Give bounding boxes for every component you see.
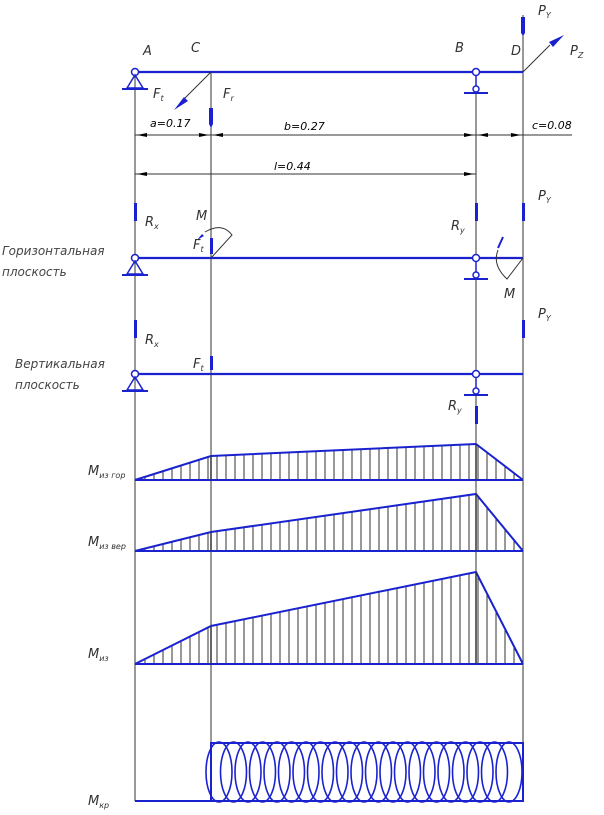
label-Fr: Fr — [223, 87, 234, 103]
torque-hatch-ellipse — [480, 741, 509, 803]
label-Rx-v: Rx — [145, 333, 159, 349]
diagram-bending-moment-horizontal — [134, 442, 524, 481]
dim-b: b=0.27 — [284, 120, 325, 133]
plane-vertical-label-2: плоскость — [15, 378, 80, 392]
dim-l: l=0.44 — [274, 160, 311, 173]
support-A — [122, 67, 148, 90]
label-Ry-v: Ry — [448, 399, 462, 415]
arrow-Ry-v — [475, 406, 478, 424]
torque-hatch-ellipse — [364, 741, 393, 803]
torque-hatch-ellipse — [292, 741, 320, 803]
arrow-Ft-v — [210, 356, 213, 370]
torque-hatch-ellipse — [263, 741, 291, 803]
torque-hatch-ellipse — [306, 741, 335, 803]
dim-a: a=0.17 — [150, 117, 190, 130]
support-B-horizontal — [464, 253, 488, 280]
diagram-outline — [134, 570, 524, 665]
diagram-bending-moment-vertical — [134, 492, 524, 552]
torque-hatch-ellipse — [495, 741, 523, 803]
diagram-bending-moment-total — [134, 570, 524, 665]
force-line-Ft — [179, 71, 212, 104]
arrow-Rx-v — [134, 320, 137, 338]
torque-hatch-ellipse — [277, 741, 306, 803]
moment-arc-C — [204, 227, 233, 259]
arrow-Py-h — [522, 203, 525, 221]
torque-hatch-ellipse — [219, 741, 248, 803]
arrow-Py — [521, 17, 525, 36]
label-M-D: M — [504, 287, 515, 302]
arrow-Rx-h — [134, 203, 137, 221]
arrow-Ry-h — [475, 203, 478, 221]
moment-arrow-D — [497, 236, 504, 249]
label-Pz: PZ — [570, 44, 584, 60]
torque-hatch-ellipse — [248, 741, 277, 803]
torque-hatch-ellipse — [234, 741, 262, 803]
label-Rx-h: Rx — [145, 215, 159, 231]
dimension-l — [135, 172, 476, 176]
plane-horizontal-label-2: плоскость — [2, 265, 67, 279]
arrow-Ft-h — [210, 238, 213, 254]
arrow-Pz — [549, 35, 564, 47]
label-Ry-h: Ry — [451, 219, 465, 235]
label-Ft: Ft — [153, 87, 164, 103]
diagram-torque — [135, 741, 524, 803]
support-A-horizontal — [122, 253, 148, 276]
torque-hatch-ellipse — [205, 741, 233, 803]
torque-hatch-ellipse — [437, 741, 465, 803]
arrow-Ft — [174, 97, 188, 110]
label-C: C — [191, 41, 201, 56]
moment-arc-D — [495, 249, 524, 280]
dimension-abc — [135, 133, 572, 137]
label-m-bend: Mиз — [88, 647, 109, 663]
support-B-vertical — [464, 369, 488, 396]
label-Ft-h: Ft — [193, 238, 204, 254]
label-Ft-v: Ft — [193, 357, 204, 373]
label-m-bend-hor: Mиз гор — [88, 464, 125, 480]
torque-hatch-ellipse — [379, 741, 407, 803]
torque-hatch-ellipse — [321, 741, 349, 803]
arrow-Fr — [209, 108, 213, 128]
label-M-C: M — [196, 209, 207, 224]
force-line-Pz — [522, 44, 551, 73]
label-Py-h: PY — [538, 189, 552, 205]
torque-hatch-ellipse — [422, 741, 451, 803]
label-m-bend-ver: Mиз вер — [88, 535, 126, 551]
label-D: D — [511, 44, 521, 59]
arrow-Py-v — [522, 320, 525, 338]
support-B — [464, 67, 488, 94]
torque-hatch-ellipse — [393, 741, 422, 803]
torque-hatch-ellipse — [451, 741, 480, 803]
torque-hatch-ellipse — [466, 741, 494, 803]
plane-horizontal-label-1: Горизонтальная — [2, 244, 105, 258]
label-A: A — [142, 44, 152, 59]
plane-vertical-label-1: Вертикальная — [15, 357, 105, 371]
torque-hatch-ellipse — [335, 741, 364, 803]
torque-hatch-ellipse — [350, 741, 378, 803]
torque-hatch-ellipse — [408, 741, 436, 803]
label-Py: PY — [538, 4, 552, 20]
label-B: B — [455, 41, 464, 56]
diagram-outline — [134, 442, 524, 481]
label-Py-v: PY — [538, 307, 552, 323]
moment-arrow-C — [197, 234, 204, 240]
diagram-outline — [134, 492, 524, 552]
support-A-vertical — [122, 369, 148, 392]
dim-c: c=0.08 — [532, 119, 572, 132]
label-m-torque: Mкр — [88, 794, 109, 810]
